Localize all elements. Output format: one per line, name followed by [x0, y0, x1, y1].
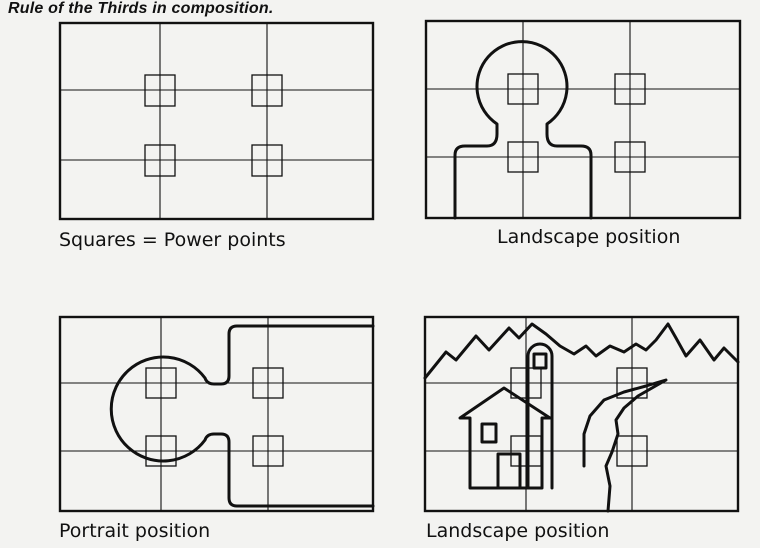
power-point-square — [614, 73, 646, 105]
panel-landscape-person — [424, 19, 742, 220]
power-points-figure — [58, 21, 375, 221]
house-door — [496, 452, 522, 490]
panel-landscape-house — [423, 315, 740, 513]
frame — [58, 315, 375, 513]
power-point-square — [252, 435, 284, 467]
silo — [526, 342, 554, 490]
caption-landscape-person: Landscape position — [497, 226, 681, 248]
portrait-position-figure — [58, 315, 375, 513]
caption-portrait-position: Portrait position — [59, 520, 211, 542]
caption-power-points: Squares = Power points — [59, 229, 286, 251]
frame — [424, 19, 742, 220]
power-point-square — [145, 435, 177, 467]
power-point-square — [616, 367, 648, 399]
profile-silhouette — [109, 324, 375, 508]
diagram-title: Rule of the Thirds in composition. — [8, 0, 274, 17]
power-point-square — [252, 367, 284, 399]
frame — [58, 21, 375, 221]
mountain-ridge — [423, 322, 740, 380]
power-point-square — [507, 141, 539, 173]
power-point-square — [614, 141, 646, 173]
power-point-square — [144, 144, 176, 177]
landscape-person-figure — [424, 19, 742, 220]
power-point-square — [616, 435, 648, 467]
head-and-shoulders-silhouette — [453, 40, 593, 220]
frame — [423, 315, 740, 513]
panel-power-points — [58, 21, 375, 221]
house — [458, 386, 552, 490]
power-point-square — [144, 74, 176, 107]
landscape-house-figure — [423, 315, 740, 513]
power-point-square — [510, 367, 542, 399]
power-point-square — [251, 74, 283, 107]
panel-portrait-position — [58, 315, 375, 513]
power-point-square — [145, 367, 177, 399]
river — [582, 378, 668, 513]
silo-window — [532, 352, 548, 370]
caption-landscape-house: Landscape position — [426, 520, 610, 542]
power-point-square — [251, 144, 283, 177]
house-window — [480, 422, 498, 444]
power-point-square — [507, 73, 539, 105]
